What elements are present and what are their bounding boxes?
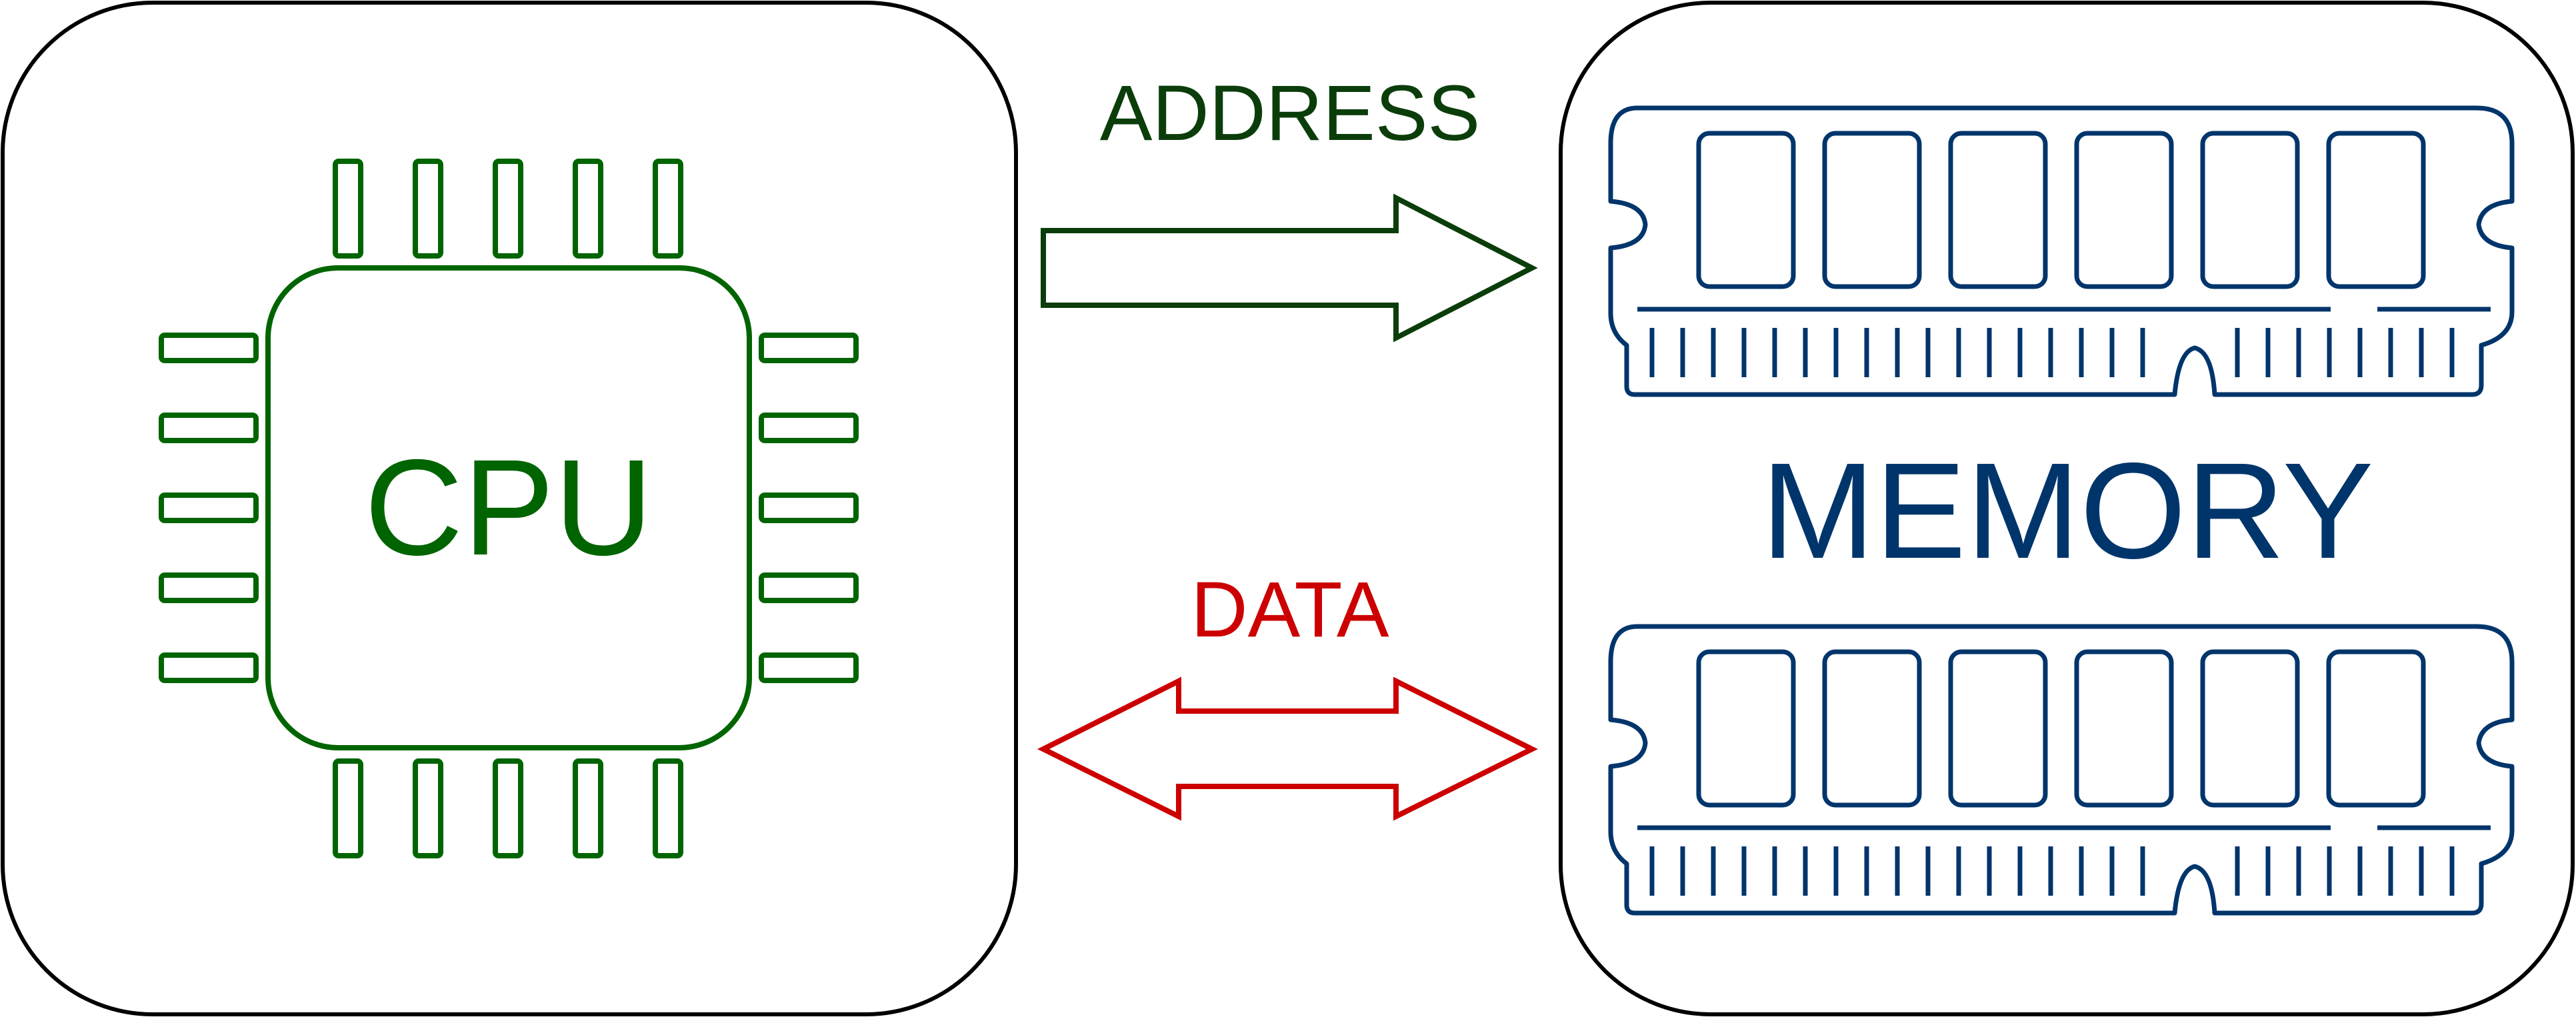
memory-frame — [1559, 1, 2575, 1016]
address-bus-arrow — [1041, 193, 1538, 343]
ram-module-icon — [1611, 108, 2512, 395]
cpu-frame — [1, 1, 1018, 1016]
cpu-chip-icon — [159, 159, 859, 858]
data-bus-arrow — [1037, 676, 1538, 821]
data-bus-label: DATA — [1191, 566, 1389, 654]
ram-module-icon — [1611, 626, 2512, 913]
address-bus-label: ADDRESS — [1100, 69, 1480, 157]
memory-label: MEMORY — [1761, 435, 2374, 587]
cpu-label: CPU — [365, 431, 653, 584]
